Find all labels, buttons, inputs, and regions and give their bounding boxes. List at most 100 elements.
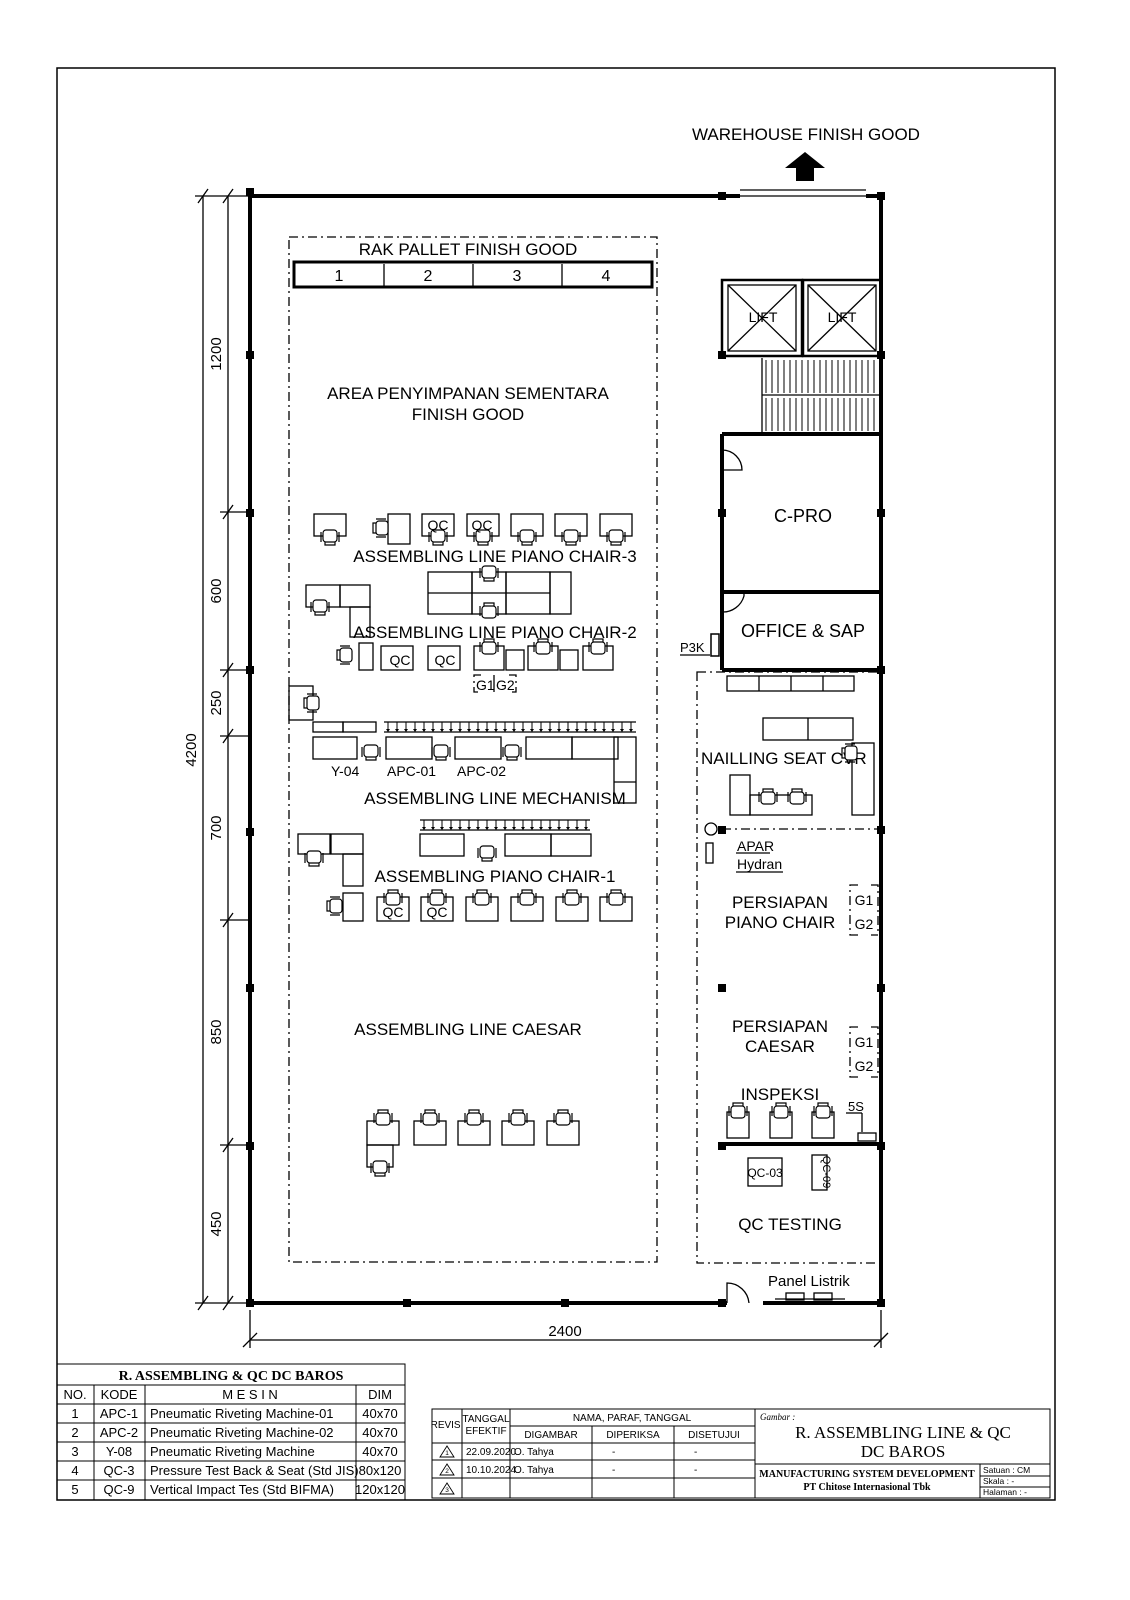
hydrant-icon xyxy=(705,842,714,864)
rak-slot: 1 xyxy=(335,268,344,285)
dim-segment: 600 xyxy=(208,578,225,603)
chair-icon xyxy=(420,1109,440,1126)
g1-label: G1 xyxy=(855,892,874,908)
chair-icon xyxy=(472,889,492,906)
sheet-border xyxy=(56,67,1056,1501)
machine-cell: Pneumatic Riveting Machine-02 xyxy=(150,1425,334,1440)
chair-icon xyxy=(304,850,324,867)
qc-station-label: QC xyxy=(427,904,448,920)
stairs xyxy=(761,358,881,432)
chair-icon xyxy=(479,602,499,619)
cpro-room xyxy=(720,432,881,672)
tb-satuan: Satuan : CM xyxy=(983,1465,1030,1475)
chair-icon xyxy=(517,889,537,906)
persiapan-pc-label: PERSIAPAN xyxy=(732,893,828,912)
line-pc3-tables xyxy=(427,571,572,615)
y04-label: Y-04 xyxy=(331,763,360,779)
machine-table-title: R. ASSEMBLING & QC DC BAROS xyxy=(119,1369,344,1384)
tb-digambar: DIGAMBAR xyxy=(524,1430,577,1441)
nailling-tables xyxy=(726,675,875,816)
dim-segment: 1200 xyxy=(208,337,225,370)
tb-gambar-subtitle: DC BAROS xyxy=(861,1442,946,1461)
svg-text:O. Tahya: O. Tahya xyxy=(514,1447,554,1458)
dim-segment: 850 xyxy=(208,1019,225,1044)
machine-cell: 2 xyxy=(71,1425,78,1440)
g2-label: G2 xyxy=(855,1058,874,1074)
rak-slot: 2 xyxy=(424,268,433,285)
vertical-dimensions xyxy=(195,188,250,1311)
svg-text:22.09.2020: 22.09.2020 xyxy=(466,1447,516,1458)
qc-station-label: QC xyxy=(472,517,493,533)
office-label: OFFICE & SAP xyxy=(741,621,865,641)
machine-cell: 5 xyxy=(71,1482,78,1497)
chair-icon xyxy=(561,529,581,546)
revision-row: 3 xyxy=(439,1482,455,1495)
chair-icon xyxy=(606,529,626,546)
chair-icon xyxy=(303,693,320,713)
qc-testing-label: QC TESTING xyxy=(738,1215,842,1234)
temp-storage-label: FINISH GOOD xyxy=(412,405,524,424)
5s-board xyxy=(857,1132,877,1142)
workstation-table xyxy=(427,645,461,671)
machine-cell: Y-08 xyxy=(106,1444,132,1459)
apc01-label: APC-01 xyxy=(387,763,436,779)
chair-icon xyxy=(336,645,353,665)
qc-machines xyxy=(747,1154,828,1191)
svg-text:2: 2 xyxy=(445,1468,449,1475)
qc-station-label: QC xyxy=(383,904,404,920)
chair-icon xyxy=(758,788,778,805)
qc09-label: QC-09 xyxy=(820,1156,832,1188)
gate-label: G1 xyxy=(476,677,495,693)
machine-header: KODE xyxy=(101,1387,138,1402)
qc-station-label: QC xyxy=(390,652,411,668)
machine-cell: Pressure Test Back & Seat (Std JIS) xyxy=(150,1463,359,1478)
dim-segment: 250 xyxy=(208,690,225,715)
tb-gambar-title: R. ASSEMBLING LINE & QC xyxy=(795,1423,1011,1442)
chair-icon xyxy=(502,744,522,761)
machine-header: NO. xyxy=(63,1387,86,1402)
chair-icon xyxy=(508,1109,528,1126)
machine-cell: Vertical Impact Tes (Std BIFMA) xyxy=(150,1482,334,1497)
machine-cell: QC-3 xyxy=(103,1463,134,1478)
line-pc2-label: ASSEMBLING LINE PIANO CHAIR-2 xyxy=(353,623,636,642)
line-pc1-label: ASSEMBLING PIANO CHAIR-1 xyxy=(375,867,616,886)
persiapan-pc-label: PIANO CHAIR xyxy=(725,913,836,932)
svg-text:-: - xyxy=(612,1447,615,1458)
p3k-label: P3K xyxy=(680,640,705,655)
svg-text:O. Tahya: O. Tahya xyxy=(514,1465,554,1476)
temp-storage-label: AREA PENYIMPANAN SEMENTARA xyxy=(327,384,609,403)
title-block xyxy=(431,1408,1051,1499)
tb-tanggal: TANGGAL xyxy=(462,1414,509,1425)
p3k-box xyxy=(710,633,720,657)
arrow-up-icon xyxy=(785,152,825,181)
cpro-label: C-PRO xyxy=(774,506,832,526)
apc02-label: APC-02 xyxy=(457,763,506,779)
machine-cell: APC-2 xyxy=(100,1425,138,1440)
svg-text:-: - xyxy=(694,1465,697,1476)
rak-slot: 4 xyxy=(602,268,611,285)
gate-markers xyxy=(849,884,879,1078)
lift-label: LIFT xyxy=(828,309,857,325)
machine-cell: 120x120 xyxy=(355,1482,405,1497)
tb-revisi: REVISI xyxy=(431,1420,464,1431)
svg-text:10.10.2024: 10.10.2024 xyxy=(466,1465,516,1476)
chair-icon xyxy=(787,788,807,805)
5s-label: 5S xyxy=(848,1099,864,1114)
tb-gambar-label: Gambar : xyxy=(760,1412,795,1422)
chair-icon xyxy=(479,565,499,582)
svg-text:3: 3 xyxy=(445,1487,449,1494)
chair-icon xyxy=(373,1109,393,1126)
g2-label: G2 xyxy=(855,916,874,932)
line-mech-label: ASSEMBLING LINE MECHANISM xyxy=(364,789,626,808)
dim-segment: 700 xyxy=(208,815,225,840)
warehouse-label: WAREHOUSE FINISH GOOD xyxy=(692,125,920,144)
chair-icon xyxy=(431,744,451,761)
apar-icon xyxy=(704,822,718,836)
production-zone xyxy=(288,236,658,1263)
nailling-label: NAILLING SEAT CVR xyxy=(701,749,867,768)
chairs xyxy=(303,518,858,1177)
machine-cell: 1 xyxy=(71,1406,78,1421)
chair-icon xyxy=(533,638,553,655)
